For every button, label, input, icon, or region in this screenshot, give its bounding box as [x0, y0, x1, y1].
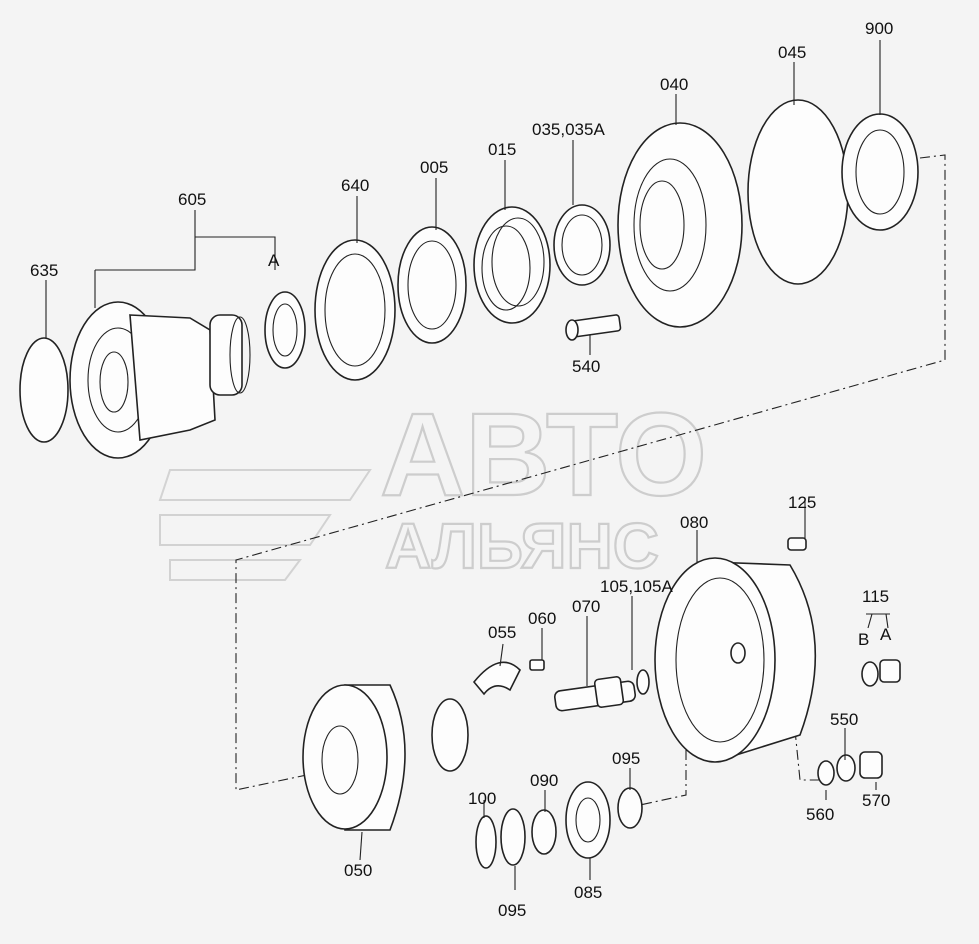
- part-labels: 900 045 040 035,035A 015 005 640 605 A 6…: [30, 19, 893, 920]
- part-570-nut[interactable]: [859, 751, 883, 779]
- part-095-ring-lower[interactable]: [500, 808, 526, 866]
- label-005: 005: [420, 158, 448, 177]
- label-900: 900: [865, 19, 893, 38]
- watermark-logo: АВТО АЛЬЯНС: [158, 388, 708, 583]
- label-080: 080: [680, 513, 708, 532]
- part-040-housing[interactable]: [617, 122, 743, 328]
- part-100-ring[interactable]: [475, 815, 497, 869]
- part-050-carrier[interactable]: [302, 684, 406, 831]
- label-640: 640: [341, 176, 369, 195]
- part-635-o-ring[interactable]: [19, 337, 69, 443]
- label-090: 090: [530, 771, 558, 790]
- part-070-shaft[interactable]: [553, 676, 637, 712]
- part-055-plate[interactable]: [472, 661, 521, 696]
- part-640-seal[interactable]: [314, 239, 396, 381]
- part-115-plug-a[interactable]: [879, 659, 901, 683]
- label-040: 040: [660, 75, 688, 94]
- part-060-screw[interactable]: [529, 659, 545, 671]
- part-090-bearing[interactable]: [531, 809, 557, 855]
- part-605-hub[interactable]: [69, 301, 251, 459]
- axis-line: [235, 154, 946, 791]
- part-560-washer[interactable]: [817, 760, 835, 786]
- label-070: 070: [572, 597, 600, 616]
- part-125-bolt[interactable]: [787, 537, 807, 551]
- part-035-ring[interactable]: [553, 204, 611, 286]
- label-045: 045: [778, 43, 806, 62]
- label-060: 060: [528, 609, 556, 628]
- part-045-o-ring[interactable]: [747, 99, 849, 285]
- axis-line-right: [794, 729, 820, 781]
- part-105-washer[interactable]: [636, 669, 650, 695]
- label-115: 115: [862, 587, 889, 606]
- part-900-bearing[interactable]: [841, 113, 919, 231]
- watermark-line2: АЛЬЯНС: [385, 510, 659, 582]
- part-550-washer[interactable]: [836, 754, 856, 782]
- label-560: 560: [806, 805, 834, 824]
- label-105: 105,105A: [600, 577, 673, 596]
- part-085-gear[interactable]: [565, 781, 611, 859]
- label-085: 085: [574, 883, 602, 902]
- part-015-bearing[interactable]: [473, 206, 551, 324]
- part-080-drum[interactable]: [654, 557, 817, 763]
- part-ring-segment[interactable]: [431, 698, 469, 772]
- part-095-ring-upper[interactable]: [617, 787, 643, 829]
- part-a-nut[interactable]: [264, 291, 306, 369]
- leader-lines: [45, 40, 890, 890]
- label-b: B: [858, 630, 869, 649]
- label-050: 050: [344, 861, 372, 880]
- label-035: 035,035A: [532, 120, 605, 139]
- label-a-upper: A: [268, 251, 280, 270]
- part-005-ring[interactable]: [397, 226, 467, 344]
- label-100: 100: [468, 789, 496, 808]
- label-095-lower: 095: [498, 901, 526, 920]
- part-115-washer-b[interactable]: [861, 661, 879, 687]
- label-095-upper: 095: [612, 749, 640, 768]
- label-635: 635: [30, 261, 58, 280]
- label-a-lower: A: [880, 625, 892, 644]
- label-570: 570: [862, 791, 890, 810]
- label-055: 055: [488, 623, 516, 642]
- part-540-bolt[interactable]: [565, 314, 622, 341]
- label-550: 550: [830, 710, 858, 729]
- label-540: 540: [572, 357, 600, 376]
- watermark-line1: АВТО: [380, 389, 707, 521]
- label-125: 125: [788, 493, 816, 512]
- label-015: 015: [488, 140, 516, 159]
- label-605: 605: [178, 190, 206, 209]
